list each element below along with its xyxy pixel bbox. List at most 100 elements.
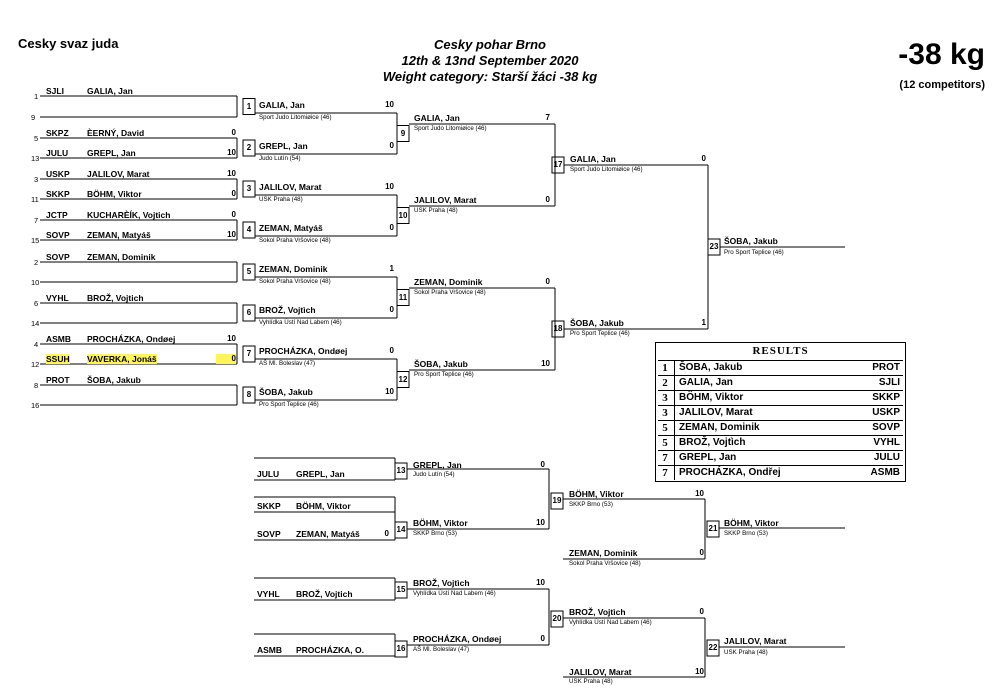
results-divider	[674, 466, 675, 480]
repechage-winner-name: BROŽ, Vojtìch	[413, 578, 470, 588]
draw-competitor-name: ZEMAN, Dominik	[87, 252, 156, 262]
draw-competitor-name: ÈERNÝ, David	[87, 128, 145, 138]
round1-winner-club: Vyhlídka Ústí Nad Labem (46)	[259, 319, 342, 326]
results-title: RESULTS	[752, 345, 809, 357]
draw-competitor-name: ŠOBA, Jakub	[87, 375, 141, 385]
results-name: GREPL, Jan	[679, 452, 737, 463]
results-divider	[674, 406, 675, 420]
match-number: 23	[709, 242, 719, 251]
draw-seed-number: 16	[31, 401, 40, 410]
draw-competitor-name: VAVERKA, Jonáš	[87, 354, 157, 364]
semi-winner-score: 0	[701, 154, 706, 163]
results-name: ZEMAN, Dominik	[679, 422, 760, 433]
round1-winner-club: AŠ Ml. Boleslav (47)	[259, 360, 316, 367]
draw-score: 0	[231, 210, 236, 219]
semi-winner-score: 1	[701, 318, 706, 327]
round1-winner-score: 10	[385, 387, 394, 396]
draw-score: 10	[227, 148, 236, 157]
results-place: 7	[662, 467, 668, 479]
results-place: 5	[662, 437, 668, 449]
draw-seed-number: 15	[31, 236, 40, 245]
round1-winner-score: 0	[389, 346, 394, 355]
repechage-club-code: SOVP	[257, 529, 281, 539]
results-row: 5 BROŽ, Vojtìch VYHL	[658, 435, 903, 450]
champion-name: ŠOBA, Jakub	[724, 236, 778, 246]
draw-seed-number: 13	[31, 154, 40, 163]
repechage-winner-score: 0	[699, 607, 704, 616]
draw-competitor-name: BROŽ, Vojtich	[87, 293, 144, 303]
results-name: JALILOV, Marat	[679, 407, 753, 418]
round2-winner-name: ŠOBA, Jakub	[414, 359, 468, 369]
repechage-winner-score: 10	[536, 578, 545, 587]
round2-winner-club: Sport Judo Litomiøice (46)	[414, 125, 487, 132]
match-number: 10	[398, 210, 408, 220]
repechage-winner-score: 0	[540, 634, 545, 643]
draw-seed-number: 3	[34, 175, 39, 184]
match-number: 20	[552, 614, 562, 623]
results-club: PROT	[872, 362, 900, 373]
results-name: BROŽ, Vojtìch	[679, 437, 746, 448]
semi-winner-club: Pro Sport Teplice (46)	[570, 330, 630, 337]
bronze-winner-name: BÖHM, Viktor	[724, 518, 779, 528]
semi-winner-club: Sport Judo Litomiøice (46)	[570, 166, 643, 173]
repechage-winner-name: BÖHM, Viktor	[413, 518, 468, 528]
draw-club-code: SJLI	[46, 86, 64, 96]
repechage-entry-name: ZEMAN, Dominik	[569, 548, 638, 558]
results-club: VYHL	[873, 437, 900, 448]
draw-competitor-name: ZEMAN, Matyáš	[87, 230, 151, 240]
repechage-club-code: SKKP	[257, 501, 281, 511]
match-number: 15	[396, 585, 406, 594]
results-divider	[674, 391, 675, 405]
round2-winner-score: 7	[545, 113, 550, 122]
draw-seed-number: 5	[34, 134, 39, 143]
repechage-winner-club: Vyhlídka Ústí Nad Labem (46)	[569, 619, 652, 626]
repechage-winner-club: SKKP Brno (53)	[413, 530, 457, 537]
repechage-club-code: JULU	[257, 469, 280, 479]
round2-winner-club: Sokol Praha Vršovice (48)	[414, 289, 486, 296]
round1-winner-name: GREPL, Jan	[259, 141, 308, 151]
draw-seed-number: 1	[34, 92, 39, 101]
bronze-winner-name: JALILOV, Marat	[724, 636, 787, 646]
draw-club-code: SOVP	[46, 252, 70, 262]
results-place: 2	[662, 377, 668, 389]
draw-seed-number: 10	[31, 278, 40, 287]
match-number: 19	[552, 496, 562, 505]
round1-winner-name: GALIA, Jan	[259, 100, 305, 110]
match-number: 8	[246, 390, 252, 399]
bronze-winner-club: USK Praha (48)	[724, 649, 768, 656]
round1-winner-club: USK Praha (48)	[259, 196, 303, 203]
round1-winner-club: Judo Lutín (54)	[259, 155, 301, 162]
repechage-entry-score: 0	[699, 548, 704, 557]
repechage-winner-name: BROŽ, Vojtìch	[569, 607, 626, 617]
draw-score: 0	[231, 189, 236, 198]
round1-winner-club: Pro Sport Teplice (46)	[259, 401, 319, 408]
repechage-winner-club: Judo Lutín (54)	[413, 471, 455, 478]
draw-seed-number: 14	[31, 319, 40, 328]
draw-competitor-name: PROCHÁZKA, Ondøej	[87, 334, 176, 344]
semi-winner-name: ŠOBA, Jakub	[570, 318, 624, 328]
results-name: PROCHÁZKA, Ondřej	[679, 467, 781, 478]
draw-score: 10	[227, 230, 236, 239]
repechage-entry-club: USK Praha (48)	[569, 678, 613, 685]
repechage-name: GREPL, Jan	[296, 469, 345, 479]
federation-name: Cesky svaz juda	[18, 36, 119, 51]
round1-winner-name: BROŽ, Vojtìch	[259, 305, 316, 315]
round2-winner-score: 10	[541, 359, 550, 368]
match-number: 6	[246, 308, 252, 317]
draw-score: 10	[227, 334, 236, 343]
bronze-winner-club: SKKP Brno (53)	[724, 530, 768, 537]
match-number: 22	[708, 643, 718, 652]
repechage-winner-score: 10	[695, 489, 704, 498]
repechage-winner-club: SKKP Brno (53)	[569, 501, 613, 508]
draw-seed-number: 8	[34, 381, 39, 390]
results-club: JULU	[873, 452, 900, 463]
competitor-count: (12 competitors)	[899, 79, 985, 91]
round1-winner-score: 1	[389, 264, 394, 273]
results-name: BÖHM, Viktor	[679, 392, 744, 403]
